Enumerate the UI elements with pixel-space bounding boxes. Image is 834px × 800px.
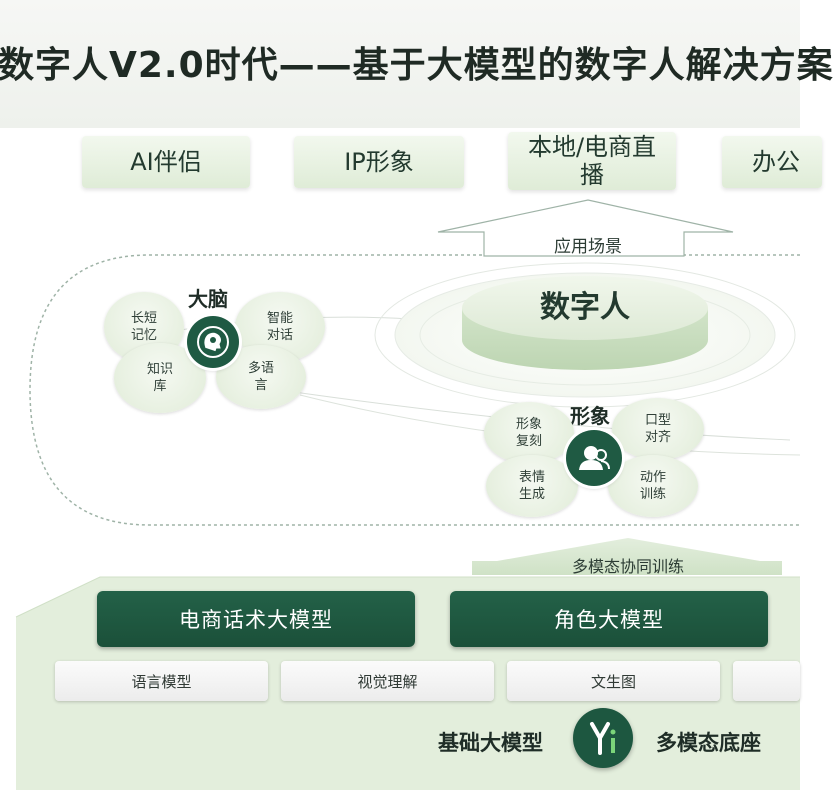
center-cylinder-top [462, 276, 708, 340]
title-banner: 数字人V2.0时代——基于大模型的数字人解决方案 [0, 0, 833, 128]
page-title: 数字人V2.0时代——基于大模型的数字人解决方案 [0, 45, 834, 86]
role-model: 角色大模型 [450, 591, 768, 647]
tag-extra [733, 661, 800, 701]
ecommerce-model: 电商话术大模型 [97, 591, 415, 647]
person-icon [579, 446, 610, 470]
training-arrow [472, 538, 782, 575]
brain-title: 大脑 [188, 287, 228, 311]
image-petal-replicate: 形象复刻 [484, 402, 574, 464]
foundation-right-label: 多模态底座 [656, 731, 761, 755]
scenario-arrow [437, 199, 734, 257]
scenario-office: 办公 [722, 136, 822, 188]
image-petal-motion: 动作训练 [608, 455, 698, 517]
tag-text-to-image: 文生图 [507, 661, 720, 701]
scenario-ip-image: IP形象 [294, 136, 464, 188]
brain-hub [187, 316, 239, 368]
image-petal-expression: 表情生成 [486, 455, 578, 517]
foundation-left-label: 基础大模型 [438, 731, 543, 755]
tag-visual-understanding: 视觉理解 [281, 661, 494, 701]
scenario-ai-companion: AI伴侣 [82, 136, 250, 188]
image-hub [566, 430, 622, 486]
yi-logo-icon [590, 722, 616, 755]
tag-language-model: 语言模型 [55, 661, 268, 701]
brain-icon [197, 326, 229, 358]
image-title: 形象 [570, 404, 610, 428]
center-label: 数字人 [540, 290, 630, 325]
training-label: 多模态协同训练 [571, 557, 684, 576]
scenarios-label: 应用场景 [554, 237, 622, 257]
yi-logo [573, 708, 633, 768]
image-petal-lipsync: 口型对齐 [612, 398, 704, 460]
scenario-live-commerce: 本地/电商直播 [508, 132, 676, 190]
